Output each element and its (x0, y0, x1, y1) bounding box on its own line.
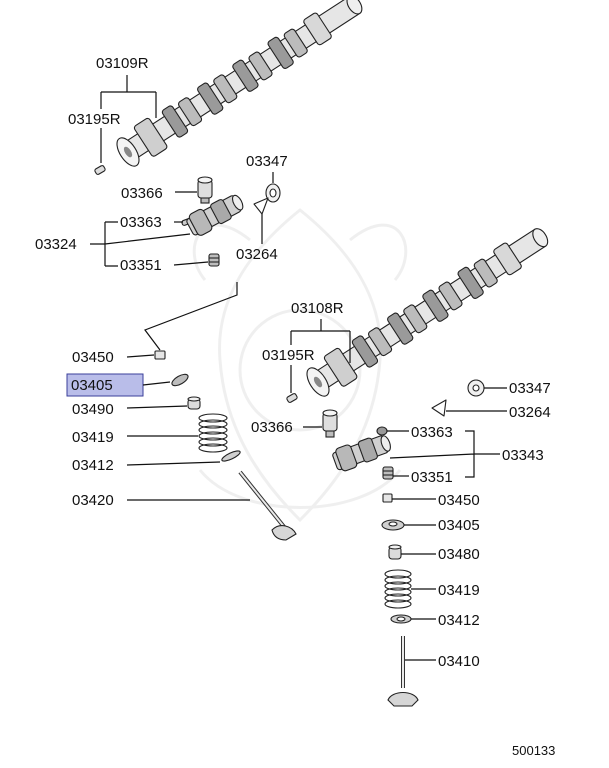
diagram-id: 500133 (512, 743, 555, 758)
label-03420: 03420 (72, 492, 114, 509)
label-03419-upper: 03419 (72, 429, 114, 446)
camshaft-upper (116, 0, 363, 167)
retainer-lower (381, 519, 405, 531)
leader-03108R (290, 319, 351, 363)
leader-03343 (389, 430, 500, 478)
label-03366-upper: 03366 (121, 185, 163, 202)
washer-upper (221, 450, 241, 462)
spring-lower (384, 569, 412, 609)
label-03405-upper: 03405 (71, 377, 113, 394)
label-03363-upper: 03363 (120, 214, 162, 231)
cap-lower (382, 493, 393, 503)
label-03264-upper: 03264 (236, 246, 278, 263)
label-03405-lower: 03405 (438, 517, 480, 534)
tappet-upper (197, 176, 213, 204)
label-03450-lower: 03450 (438, 492, 480, 509)
label-03108R: 03108R (291, 300, 344, 317)
valve-upper (238, 470, 297, 541)
camshaft-lower (306, 228, 549, 397)
label-03419-lower: 03419 (438, 582, 480, 599)
label-03347-upper: 03347 (246, 153, 288, 170)
gasket-lower (431, 399, 447, 417)
label-03195R-upper: 03195R (68, 111, 121, 128)
rocker-arm-assy-upper (186, 194, 244, 236)
leader-03450-upper (126, 354, 155, 358)
label-03343: 03343 (502, 447, 544, 464)
label-03363-lower: 03363 (411, 424, 453, 441)
bolt-lower (376, 426, 388, 436)
plug-upper (208, 253, 220, 267)
plug-lower (382, 466, 394, 480)
leader-03490 (126, 405, 188, 409)
valve-lower (387, 636, 419, 707)
leader-03324 (90, 221, 191, 267)
seat-upper (187, 396, 201, 410)
seat-lower (388, 544, 402, 560)
label-03450-upper: 03450 (72, 349, 114, 366)
rocker-arm-assy-lower (332, 435, 391, 472)
seal-lower (467, 379, 485, 397)
watermark-emblem (192, 208, 408, 523)
leader-03405-upper (142, 381, 171, 386)
label-03195R-lower: 03195R (262, 347, 315, 364)
label-03410: 03410 (438, 653, 480, 670)
retainer-upper (171, 373, 189, 387)
label-03351-upper: 03351 (120, 257, 162, 274)
gasket-upper (253, 197, 269, 215)
label-03412-lower: 03412 (438, 612, 480, 629)
spring-upper (198, 413, 228, 453)
washer-lower (390, 614, 412, 624)
leader-03351-upper (173, 261, 209, 266)
label-03109R: 03109R (96, 55, 149, 72)
label-03264-lower: 03264 (509, 404, 551, 421)
label-03351-lower: 03351 (411, 469, 453, 486)
leader-03109R (100, 75, 157, 118)
leader-03412-upper (126, 461, 221, 466)
cap-upper (154, 350, 166, 360)
label-03324-upper: 03324 (35, 236, 77, 253)
pin-lower (286, 393, 298, 403)
pin-upper (94, 165, 106, 175)
label-03366-lower: 03366 (251, 419, 293, 436)
seal-upper (265, 183, 281, 203)
label-03490: 03490 (72, 401, 114, 418)
label-03347-lower: 03347 (509, 380, 551, 397)
leader-link (144, 282, 238, 351)
tappet-lower (322, 409, 338, 438)
label-03412-upper: 03412 (72, 457, 114, 474)
label-03480: 03480 (438, 546, 480, 563)
